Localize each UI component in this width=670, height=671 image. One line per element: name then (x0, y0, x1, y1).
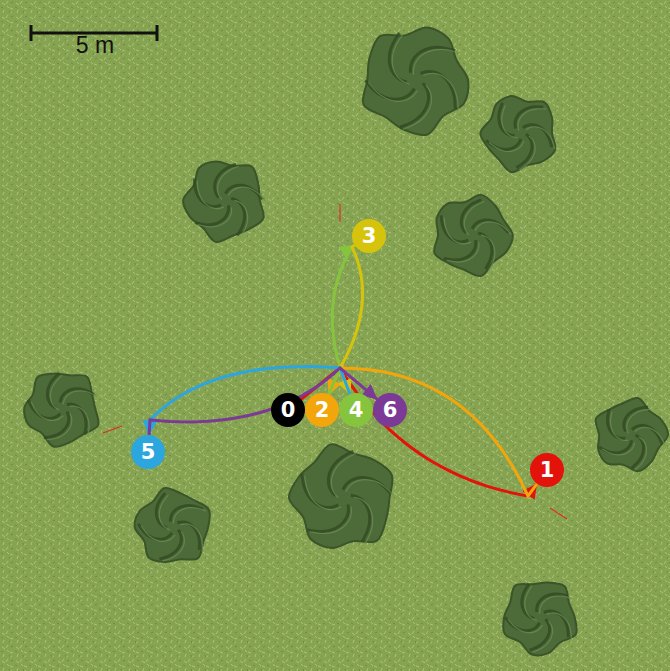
bush-texture (70, 406, 89, 436)
bush-texture (346, 480, 394, 496)
bush-texture (481, 235, 495, 271)
circle-fill (352, 219, 386, 253)
circle-fill (305, 393, 339, 427)
waypoint-number: 1 (530, 453, 564, 487)
bush-texture (159, 495, 170, 530)
bush-outline (434, 195, 513, 276)
circle-fill (339, 393, 373, 427)
bush-texture (195, 205, 228, 224)
bush-texture (515, 107, 543, 129)
bush-outline (503, 583, 577, 656)
bush-texture (50, 375, 62, 410)
waypoint-circle: 6 (373, 393, 407, 427)
bush (135, 488, 210, 562)
bush-texture (525, 586, 537, 620)
bush-texture (444, 217, 471, 244)
waypoint-number: 3 (352, 219, 386, 253)
path-arrow (149, 367, 349, 434)
scale-bar-tick (30, 25, 33, 41)
heading-tick (550, 508, 567, 519)
path-arrow (302, 368, 536, 496)
bush (503, 583, 577, 656)
bush-outline (596, 398, 668, 471)
bush-texture (31, 402, 63, 421)
bush-texture (392, 35, 409, 84)
bush-texture (602, 442, 635, 454)
scale-label: 5 m (76, 32, 114, 59)
bush-texture (447, 242, 479, 262)
bush-texture (635, 427, 665, 445)
bush (289, 444, 394, 548)
bush-texture (508, 619, 542, 632)
heading-tick (103, 426, 122, 433)
bush (434, 195, 513, 276)
bush-texture (368, 82, 417, 101)
heading-tick (339, 204, 340, 222)
bush-texture (159, 530, 181, 559)
circle-fill (131, 435, 165, 469)
bush-texture (489, 141, 524, 152)
bush-texture (234, 200, 247, 237)
waypoint-number: 5 (131, 435, 165, 469)
waypoint-number: 6 (373, 393, 407, 427)
bush-texture (540, 596, 571, 614)
bush (596, 398, 668, 471)
waypoint-number: 2 (305, 393, 339, 427)
bush-texture (162, 532, 184, 561)
waypoint-number: 0 (271, 393, 305, 427)
bush-outline (135, 488, 210, 562)
waypoint-number: 4 (339, 393, 373, 427)
bush-texture (310, 507, 351, 534)
circle-fill (530, 453, 564, 487)
waypoint-circle: 5 (131, 435, 165, 469)
bush-texture (197, 181, 224, 209)
bush-texture (478, 233, 492, 269)
waypoint-circle: 1 (530, 453, 564, 487)
bush-texture (198, 207, 231, 226)
bush-texture (331, 453, 356, 497)
bush-texture (627, 409, 651, 433)
bush (363, 27, 469, 135)
path-arrow (149, 368, 376, 434)
waypoint-circle: 4 (339, 393, 373, 427)
bush-texture (522, 584, 534, 618)
bush-texture (141, 526, 175, 541)
bush-texture (516, 134, 532, 168)
bush-texture (351, 495, 370, 542)
bush-outline (24, 374, 98, 447)
bush (24, 373, 98, 447)
bush-texture (63, 391, 97, 405)
bush-outline (183, 161, 264, 242)
waypoint-circle: 3 (352, 219, 386, 253)
bush-texture (47, 373, 59, 408)
bush-texture (499, 103, 515, 136)
bush-outline (289, 444, 393, 548)
bush-outline (480, 96, 555, 172)
bush (183, 161, 265, 242)
circle-fill (271, 393, 305, 427)
bush-texture (518, 109, 546, 131)
waypoint-circle: 0 (271, 393, 305, 427)
bush-texture (635, 437, 647, 470)
bush-texture (599, 440, 632, 452)
bush-texture (354, 497, 373, 544)
bush-outline (363, 27, 469, 135)
bush-texture (464, 202, 484, 235)
path-arrow (329, 368, 536, 496)
scale-bar-tick (156, 25, 159, 41)
waypoint-circle: 2 (305, 393, 339, 427)
bush (480, 96, 555, 172)
bush-texture (28, 400, 60, 419)
bush-texture (67, 404, 86, 434)
bush-texture (138, 524, 172, 539)
bush-texture (519, 136, 535, 170)
circle-fill (373, 393, 407, 427)
bush-texture (305, 476, 342, 510)
